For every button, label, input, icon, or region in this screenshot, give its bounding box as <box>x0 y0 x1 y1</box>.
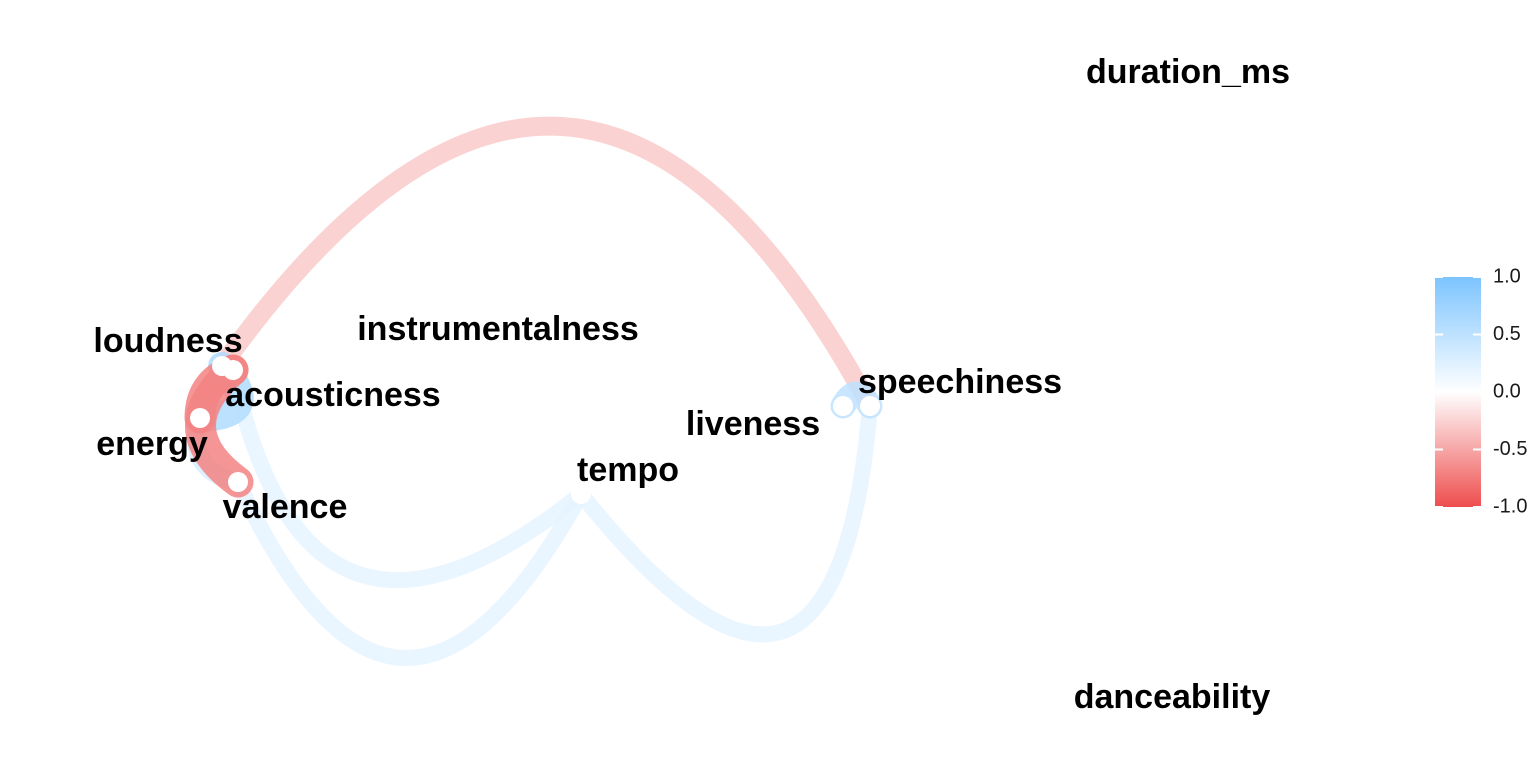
node-label-acousticness: acousticness <box>225 376 440 414</box>
node-point-valence <box>228 472 248 492</box>
edge-valence-tempo <box>230 474 589 666</box>
node-label-valence: valence <box>223 488 348 526</box>
legend-tick-label: 0.0 <box>1493 380 1521 402</box>
node-label-danceability: danceability <box>1074 678 1271 716</box>
node-point-liveness <box>833 396 853 416</box>
edge-tempo-speechiness <box>573 398 878 643</box>
legend-tick-label: 0.5 <box>1493 323 1521 345</box>
node-label-speechiness: speechiness <box>858 363 1062 401</box>
color-legend: 1.0 0.5 0.0 -0.5 -1.0 <box>1435 265 1527 517</box>
node-label-tempo: tempo <box>577 451 679 489</box>
node-label-liveness: liveness <box>686 405 820 443</box>
legend-tick-label: -1.0 <box>1493 495 1527 517</box>
edge-acousticness-tempo <box>225 362 589 589</box>
labels-layer: duration_ms loudness instrumentalness acous… <box>93 53 1290 716</box>
node-label-duration_ms: duration_ms <box>1086 53 1290 91</box>
node-label-energy: energy <box>96 425 208 463</box>
node-label-instrumentalness: instrumentalness <box>357 310 639 348</box>
nodes-layer <box>190 344 880 504</box>
node-label-loudness: loudness <box>93 322 242 360</box>
node-point-instrumentalness <box>442 344 462 364</box>
legend-tick-label: 1.0 <box>1493 265 1521 287</box>
legend-tick-label: -0.5 <box>1493 438 1527 460</box>
edge-loudness-speechiness <box>212 116 880 416</box>
node-point-energy <box>190 408 210 428</box>
node-point-tempo <box>571 484 591 504</box>
node-point-acousticness <box>223 360 243 380</box>
node-point-speechiness <box>860 396 880 416</box>
